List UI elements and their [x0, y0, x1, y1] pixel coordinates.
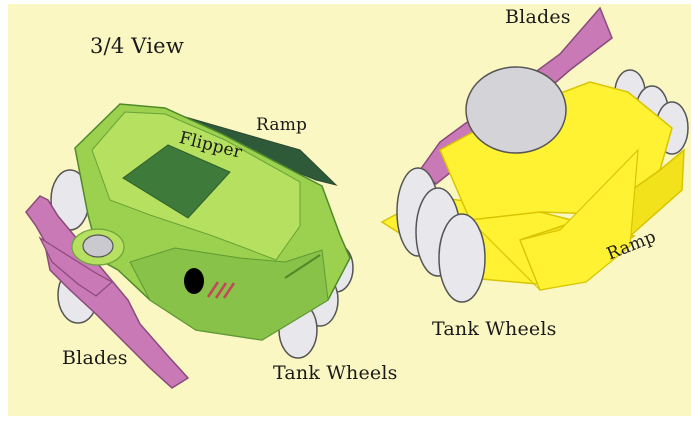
yellow-top-disc [465, 66, 567, 154]
yellow-robot [380, 6, 689, 303]
yellow-wheel-front-3 [438, 213, 486, 303]
flipper-panel [122, 144, 231, 219]
yellow-edge-line [469, 219, 541, 291]
green-eye [184, 268, 204, 294]
yellow-wheels-label: Tank Wheels [432, 318, 557, 340]
green-stripes [206, 281, 236, 299]
green-detail-line [284, 254, 321, 279]
green-robot [25, 103, 354, 389]
view-title: 3/4 View [90, 34, 184, 58]
green-front-face [129, 247, 329, 341]
yellow-blades-label: Blades [505, 6, 571, 28]
green-blade [25, 195, 190, 389]
blade-hub [82, 234, 114, 258]
green-wheels-label: Tank Wheels [273, 362, 398, 384]
green-ramp-label: Ramp [256, 115, 308, 135]
green-blades-label: Blades [62, 347, 128, 369]
green-blade-arm [38, 236, 114, 297]
